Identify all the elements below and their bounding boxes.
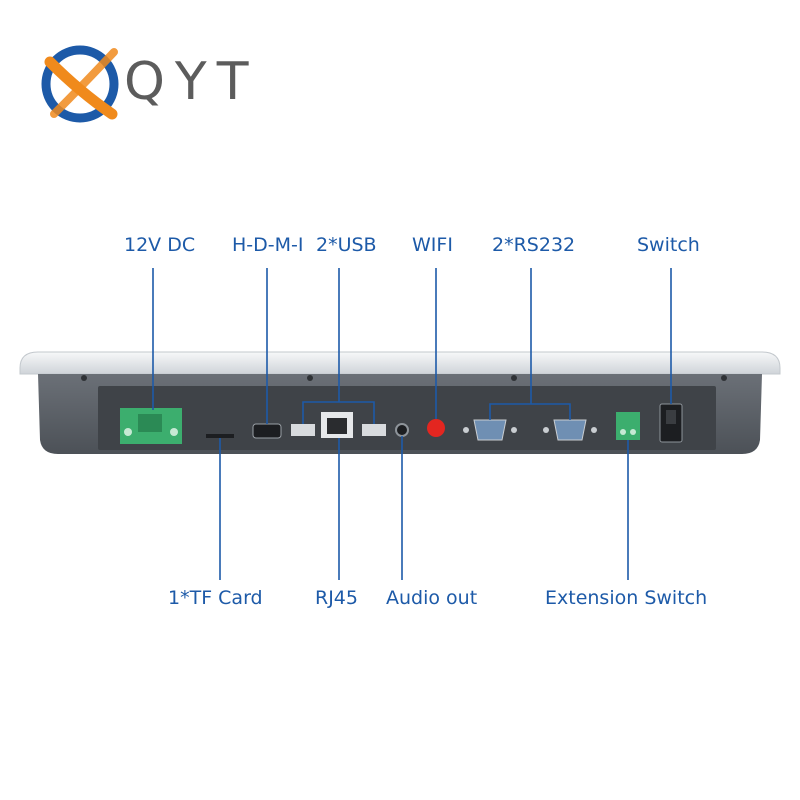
- label-audio-out: Audio out: [386, 587, 478, 609]
- screw: [307, 375, 313, 381]
- dc-terminal: [120, 408, 182, 444]
- label-switch: Switch: [637, 234, 700, 256]
- screw: [81, 375, 87, 381]
- label-rs232: 2*RS232: [492, 234, 576, 256]
- label-wifi: WIFI: [412, 234, 453, 256]
- screw: [721, 375, 727, 381]
- leader-lines: [152, 268, 672, 580]
- usb-port-1: [291, 424, 315, 436]
- screw: [511, 375, 517, 381]
- wifi-antenna: [427, 419, 445, 437]
- front-bezel: [19, 351, 781, 375]
- tf-card-slot: [206, 434, 234, 438]
- qyt-logo: [36, 44, 286, 124]
- usb-port-2: [362, 424, 386, 436]
- rs232-port-2: [543, 419, 597, 441]
- power-switch: [659, 403, 683, 443]
- label-hdmi: H-D-M-I: [232, 234, 304, 256]
- label-12v-dc: 12V DC: [124, 234, 196, 256]
- label-tf-card: 1*TF Card: [168, 587, 263, 609]
- hdmi-port: [252, 423, 282, 439]
- rj45-port: [321, 412, 353, 438]
- label-extension-switch: Extension Switch: [545, 587, 708, 609]
- qyt-logo-mark-icon: [41, 45, 119, 123]
- brand-name: QYT: [124, 52, 259, 112]
- label-usb: 2*USB: [316, 234, 377, 256]
- rs232-port-1: [463, 419, 517, 441]
- label-rj45: RJ45: [315, 587, 358, 609]
- audio-jack: [395, 423, 409, 437]
- extension-switch-terminal: [616, 412, 640, 440]
